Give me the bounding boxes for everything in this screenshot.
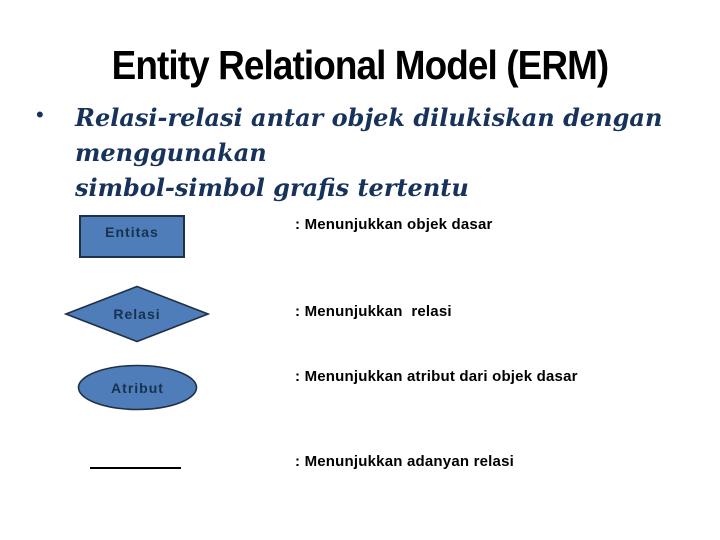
attribute-shape-label: Atribut	[111, 379, 164, 396]
relationship-line-symbol	[90, 467, 181, 469]
bullet-line-2: simbol-simbol grafis tertentu	[75, 173, 469, 202]
relation-description: : Menunjukkan relasi	[295, 303, 452, 320]
attribute-ellipse-shape: Atribut	[77, 364, 198, 411]
entity-description: : Menunjukkan objek dasar	[295, 216, 493, 233]
relation-shape-label: Relasi	[113, 306, 161, 322]
ellipse-icon	[77, 364, 198, 411]
entity-rectangle-shape: Entitas	[79, 215, 185, 258]
attribute-description: : Menunjukkan atribut dari objek dasar	[295, 368, 578, 385]
bullet-line-1: Relasi-relasi antar objek dilukiskan den…	[75, 103, 663, 167]
relation-diamond-shape: Relasi	[64, 285, 210, 343]
bullet-paragraph: Relasi-relasi antar objek dilukiskan den…	[75, 100, 695, 205]
line-description: : Menunjukkan adanyan relasi	[295, 453, 514, 470]
diamond-icon	[64, 285, 210, 343]
entity-shape-label: Entitas	[105, 224, 159, 240]
slide-title: Entity Relational Model (ERM)	[111, 42, 610, 88]
bullet-marker: •	[36, 102, 44, 127]
